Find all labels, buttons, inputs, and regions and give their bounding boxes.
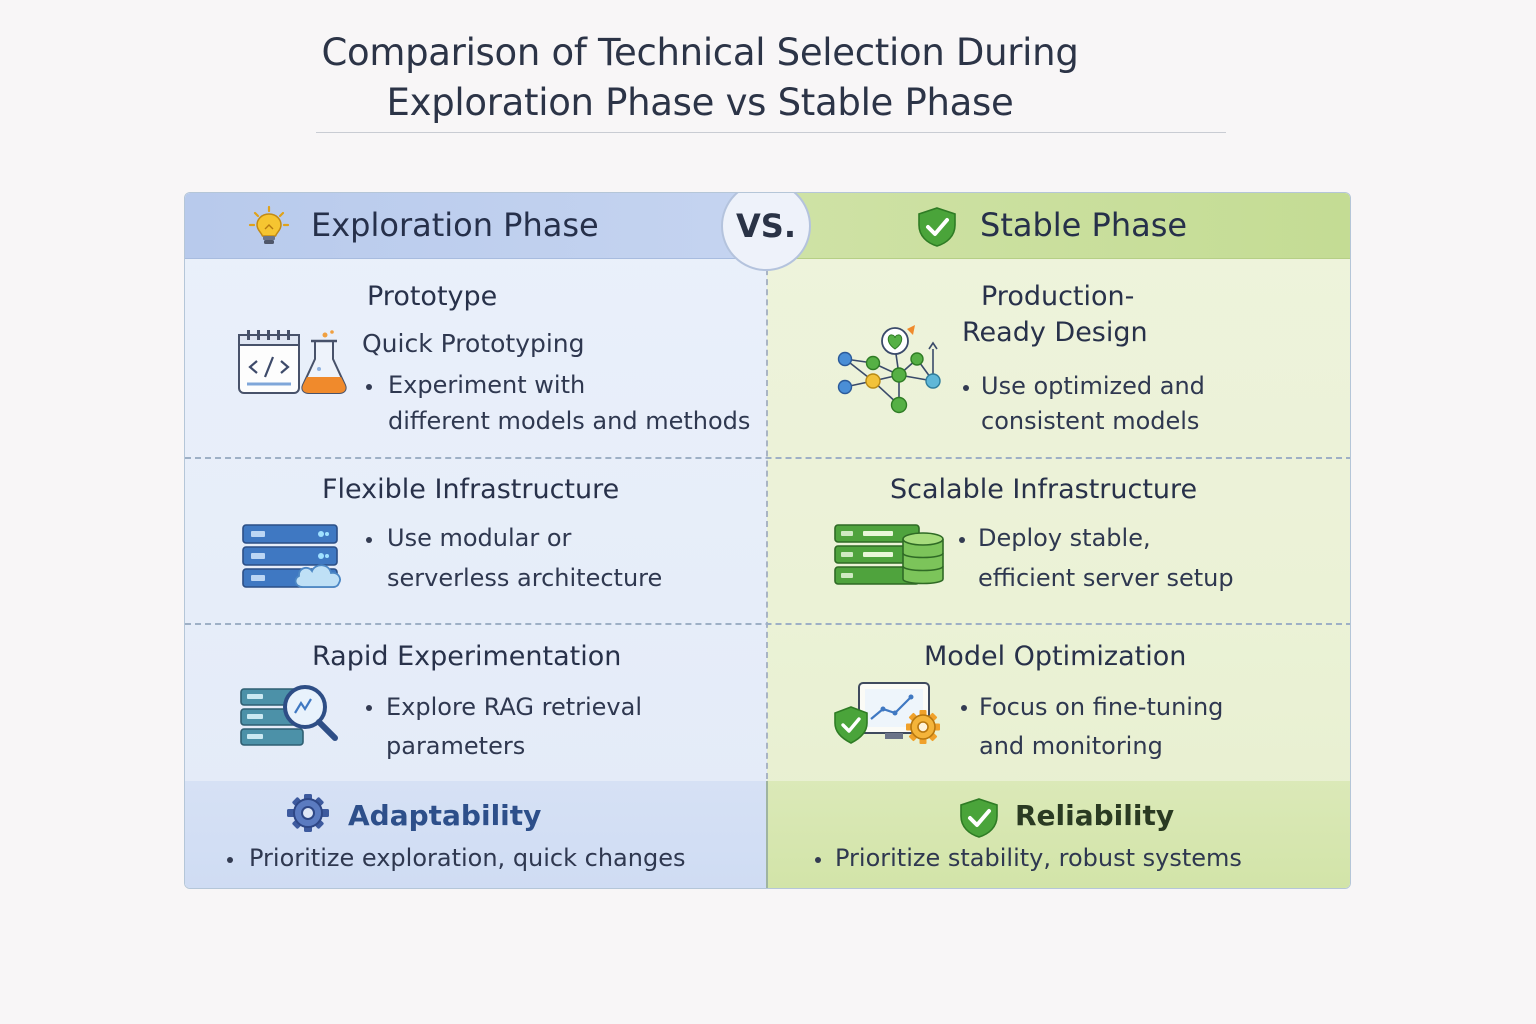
page-title: Comparison of Technical Selection During… xyxy=(0,28,1400,128)
flexible-infrastructure-bullet-line-1: Use modular or xyxy=(387,524,572,552)
exploration-header-title: Exploration Phase xyxy=(311,206,599,244)
title-line-2: Exploration Phase vs Stable Phase xyxy=(386,81,1014,124)
reliability-footer: Reliability Prioritize stability, robust… xyxy=(767,781,1350,888)
bullet-dot xyxy=(963,385,969,391)
shield-check-icon xyxy=(957,797,1001,843)
network-graph-icon xyxy=(833,325,951,421)
column-divider xyxy=(766,259,768,779)
gear-icon xyxy=(285,793,331,837)
production-ready-title-line-2: Ready Design xyxy=(962,317,1148,348)
adaptability-title: Adaptability xyxy=(348,799,542,832)
comparison-board: Exploration Phase Stable Phase VS. Proto… xyxy=(184,192,1351,889)
model-optimization-bullet-line-2: and monitoring xyxy=(979,732,1163,760)
flexible-infrastructure-title: Flexible Infrastructure xyxy=(322,474,620,505)
adaptability-footer: Adaptability Prioritize exploration, qui… xyxy=(185,781,767,888)
scalable-infrastructure-title: Scalable Infrastructure xyxy=(890,474,1198,505)
monitor-gear-shield-icon xyxy=(831,681,953,759)
production-ready-bullet-line-2: consistent models xyxy=(981,407,1200,435)
rapid-experimentation-bullet-line-1: Explore RAG retrieval xyxy=(386,693,643,721)
footer-divider xyxy=(766,781,768,888)
row-divider-2 xyxy=(185,623,1350,625)
adaptability-bullet: Prioritize exploration, quick changes xyxy=(249,844,686,872)
rapid-experimentation-bullet-line-2: parameters xyxy=(386,732,526,760)
bullet-dot xyxy=(815,857,821,863)
production-ready-bullet-line-1: Use optimized and xyxy=(981,372,1205,400)
vs-badge: VS. xyxy=(721,193,811,271)
server-database-icon xyxy=(833,523,949,591)
model-optimization-bullet-line-1: Focus on fine-tuning xyxy=(979,693,1224,721)
shield-check-icon xyxy=(915,206,959,252)
title-divider xyxy=(316,132,1226,133)
production-ready-title-line-1: Production- xyxy=(981,281,1135,312)
title-line-1: Comparison of Technical Selection During xyxy=(321,31,1079,74)
scalable-infrastructure-bullet-line-1: Deploy stable, xyxy=(978,524,1151,552)
bullet-dot xyxy=(959,537,965,543)
stable-header-title: Stable Phase xyxy=(980,206,1188,244)
rapid-experimentation-title: Rapid Experimentation xyxy=(312,641,622,672)
bullet-dot xyxy=(961,705,967,711)
prototype-subtitle: Quick Prototyping xyxy=(362,329,585,358)
code-notebook-flask-icon xyxy=(235,329,351,401)
model-optimization-title: Model Optimization xyxy=(924,641,1187,672)
bullet-dot xyxy=(366,384,372,390)
bullet-dot xyxy=(227,857,233,863)
row-divider-1 xyxy=(185,457,1350,459)
bullet-dot xyxy=(366,705,372,711)
exploration-header: Exploration Phase xyxy=(185,193,767,259)
prototype-title: Prototype xyxy=(367,281,498,312)
scalable-infrastructure-bullet-line-2: efficient server setup xyxy=(978,564,1234,592)
prototype-bullet-line-2: different models and methods xyxy=(388,407,751,435)
stable-header: Stable Phase xyxy=(767,193,1350,259)
bullet-dot xyxy=(366,537,372,543)
reliability-bullet: Prioritize stability, robust systems xyxy=(835,844,1242,872)
server-magnifier-icon xyxy=(239,681,343,757)
reliability-title: Reliability xyxy=(1015,799,1175,832)
lightbulb-icon xyxy=(247,205,291,253)
server-cloud-icon xyxy=(241,523,361,595)
prototype-bullet-line-1: Experiment with xyxy=(388,371,586,399)
flexible-infrastructure-bullet-line-2: serverless architecture xyxy=(387,564,663,592)
